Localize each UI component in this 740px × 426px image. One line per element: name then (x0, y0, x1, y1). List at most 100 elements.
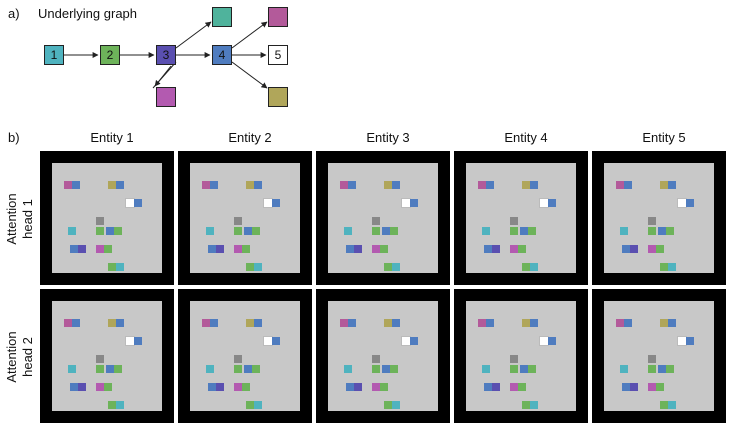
entity-square (108, 181, 116, 189)
entity-square (548, 337, 556, 345)
entity-square (530, 319, 538, 327)
entity-square (242, 383, 250, 391)
graph-node-1: 1 (44, 45, 64, 65)
attention-grid-r2-c5 (592, 289, 726, 423)
entity-square (648, 365, 656, 373)
entity-square (624, 319, 632, 327)
entity-square (390, 365, 398, 373)
entity-square (658, 227, 666, 235)
entity-square (96, 245, 104, 253)
entity-square (382, 227, 390, 235)
entity-square (380, 383, 388, 391)
entity-square (263, 198, 273, 208)
entity-square (78, 383, 86, 391)
entity-square (666, 227, 674, 235)
entity-square (482, 227, 490, 235)
entity-square (648, 383, 656, 391)
entity-square (401, 198, 411, 208)
graph-node-4-top (268, 7, 288, 27)
entity-square (656, 383, 664, 391)
entity-square (206, 227, 214, 235)
entity-square (486, 319, 494, 327)
entity-square (660, 181, 668, 189)
entity-square (72, 319, 80, 327)
edge-3-bottom-b (154, 65, 172, 87)
entity-square (234, 217, 242, 225)
grid-canvas (604, 301, 714, 411)
attention-grid-r1-c3 (316, 151, 450, 285)
entity-square (522, 319, 530, 327)
entity-square (254, 401, 262, 409)
entity-square (486, 181, 494, 189)
attention-grid-r2-c1 (40, 289, 174, 423)
entity-square (234, 245, 242, 253)
entity-square (242, 245, 250, 253)
entity-square (340, 181, 348, 189)
entity-square (246, 319, 254, 327)
entity-square (354, 383, 362, 391)
graph-node-5: 5 (268, 45, 288, 65)
entity-square (382, 365, 390, 373)
entity-square (96, 217, 104, 225)
entity-square (392, 263, 400, 271)
graph-node-4: 4 (212, 45, 232, 65)
entity-square (510, 355, 518, 363)
graph-node-3-top (212, 7, 232, 27)
entity-square (518, 245, 526, 253)
entity-square (116, 401, 124, 409)
entity-square (272, 199, 280, 207)
entity-square (530, 401, 538, 409)
entity-square (68, 227, 76, 235)
entity-square (384, 263, 392, 271)
entity-square (660, 319, 668, 327)
entity-square (630, 383, 638, 391)
entity-square (134, 337, 142, 345)
entity-square (108, 401, 116, 409)
entity-square (134, 199, 142, 207)
entity-square (677, 198, 687, 208)
edge-4-bottom (231, 61, 268, 89)
entity-square (68, 365, 76, 373)
entity-square (539, 198, 549, 208)
entity-square (668, 319, 676, 327)
entity-square (648, 227, 656, 235)
entity-square (530, 181, 538, 189)
entity-square (686, 199, 694, 207)
entity-square (372, 355, 380, 363)
entity-square (660, 401, 668, 409)
entity-square (108, 319, 116, 327)
entity-square (622, 245, 630, 253)
grid-canvas (328, 301, 438, 411)
column-title-entity-1: Entity 1 (90, 130, 134, 145)
attention-grid-r1-c4 (454, 151, 588, 285)
entity-square (208, 245, 216, 253)
entity-square (254, 181, 262, 189)
entity-square (116, 263, 124, 271)
entity-square (401, 336, 411, 346)
entity-square (114, 227, 122, 235)
graph-edges (64, 21, 268, 89)
entity-square (252, 227, 260, 235)
entity-square (106, 365, 114, 373)
entity-square (208, 383, 216, 391)
entity-square (528, 365, 536, 373)
entity-square (520, 365, 528, 373)
entity-square (658, 365, 666, 373)
entity-square (380, 245, 388, 253)
entity-square (108, 263, 116, 271)
entity-square (344, 365, 352, 373)
entity-square (478, 181, 486, 189)
entity-square (492, 383, 500, 391)
entity-square (616, 319, 624, 327)
entity-square (116, 181, 124, 189)
entity-square (410, 337, 418, 345)
entity-square (510, 245, 518, 253)
attention-grid-r1-c1 (40, 151, 174, 285)
entity-square (668, 401, 676, 409)
entity-square (510, 217, 518, 225)
entity-square (106, 227, 114, 235)
entity-square (340, 319, 348, 327)
entity-square (522, 401, 530, 409)
entity-square (384, 181, 392, 189)
entity-square (648, 355, 656, 363)
